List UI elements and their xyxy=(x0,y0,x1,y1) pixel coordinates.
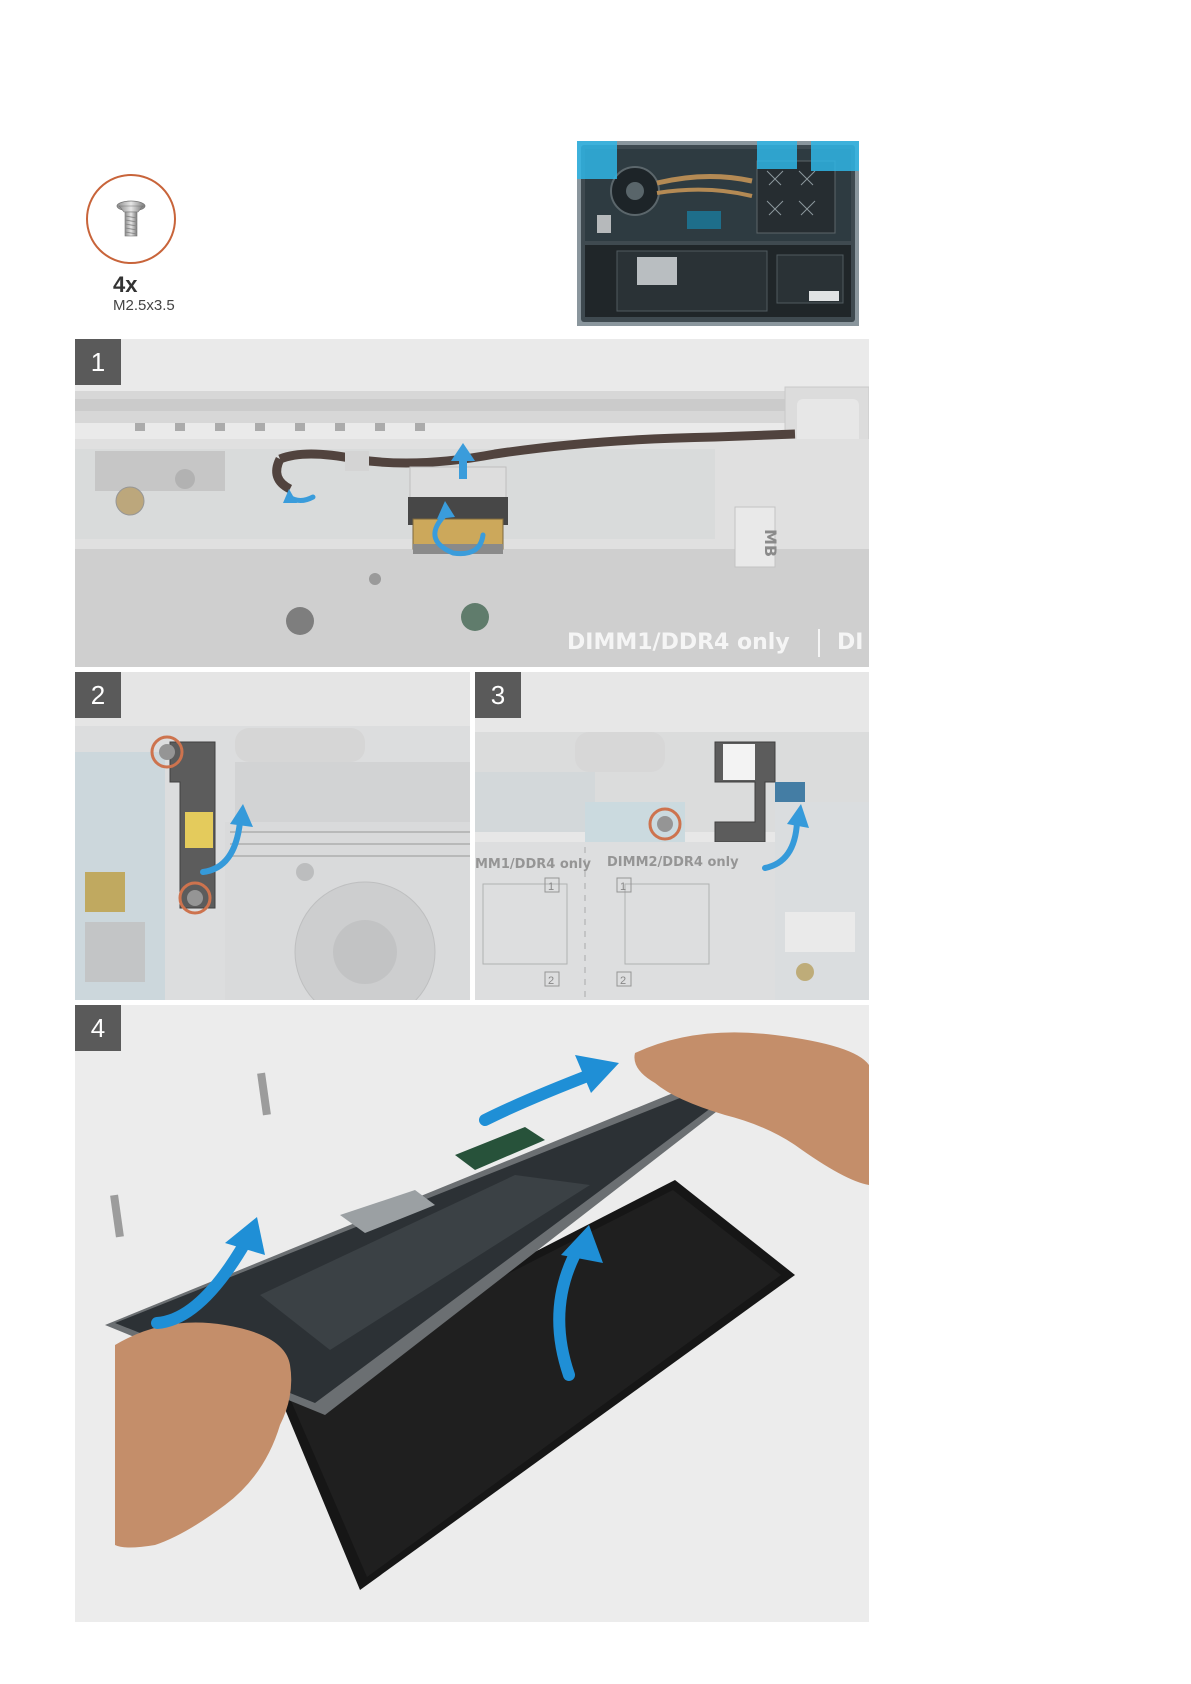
step-3-panel: 3 MM1/DDR4 only DIMM2/DDR4 only 1 1 2 2 xyxy=(475,672,869,1000)
step-4-panel: 4 xyxy=(75,1005,869,1622)
screw-circle xyxy=(86,174,176,264)
screw-icon xyxy=(111,194,151,244)
screw-legend: 4x M2.5x3.5 xyxy=(86,174,226,324)
step-2-panel: 2 xyxy=(75,672,470,1000)
step-2-badge: 2 xyxy=(75,672,121,718)
step-3-badge: 3 xyxy=(475,672,521,718)
step-1-badge: 1 xyxy=(75,339,121,385)
step-4-badge: 4 xyxy=(75,1005,121,1051)
step-1-panel: 1 xyxy=(75,339,869,667)
screw-count: 4x xyxy=(113,272,137,298)
overview-laptop-image xyxy=(577,141,859,326)
screw-size: M2.5x3.5 xyxy=(113,297,175,314)
